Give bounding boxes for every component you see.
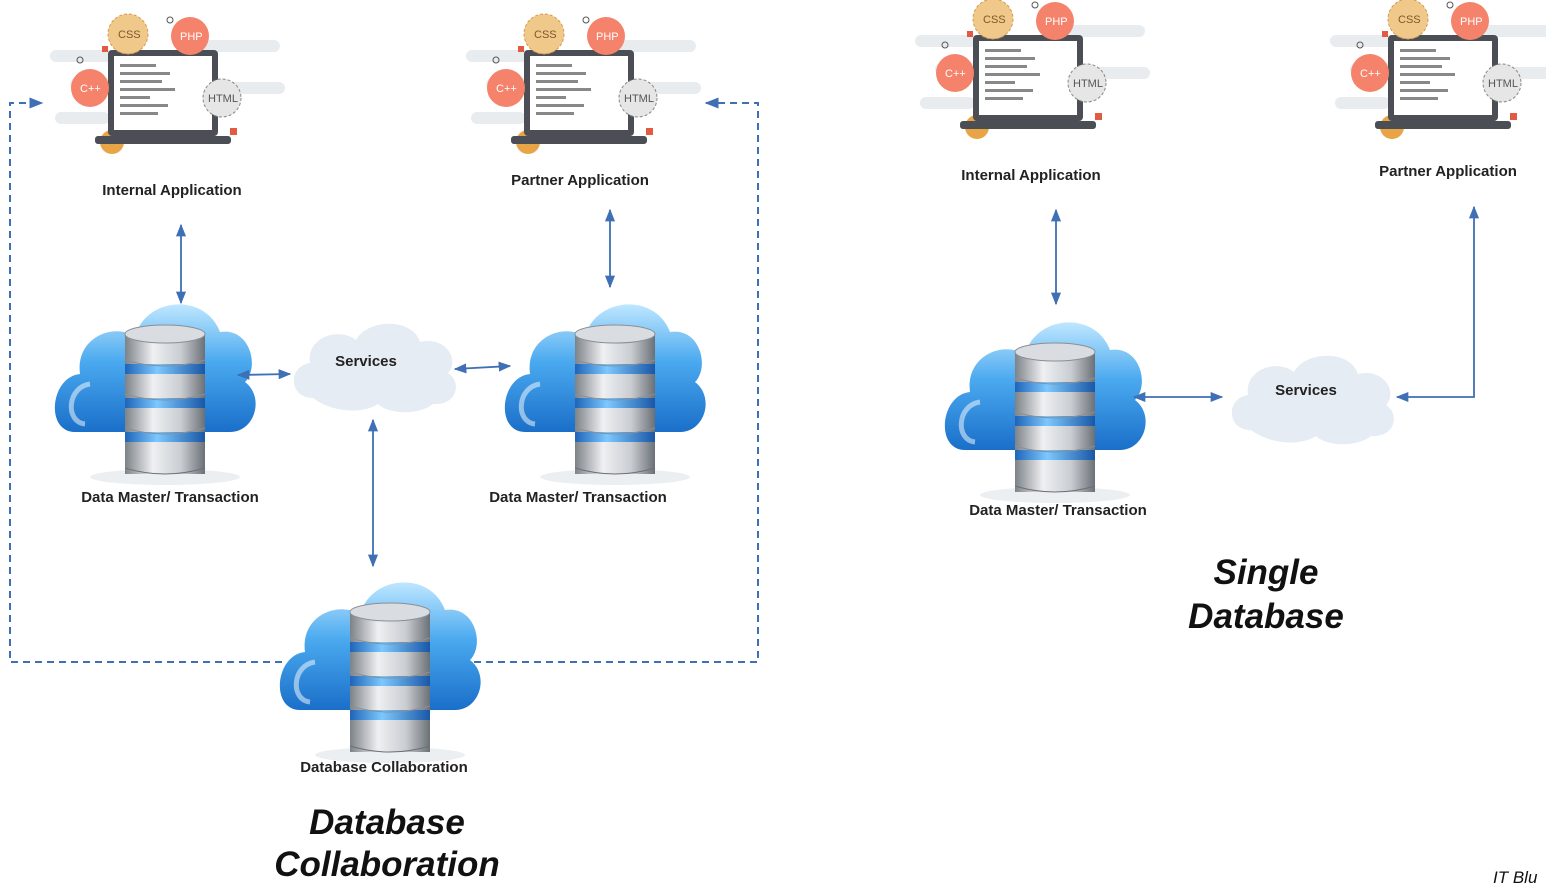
svg-text:CSS: CSS bbox=[534, 29, 557, 41]
svg-text:HTML: HTML bbox=[624, 93, 654, 105]
left-title-line1: Database bbox=[309, 803, 465, 842]
dashed-connector-left bbox=[9, 97, 282, 663]
services-cloud-right bbox=[1231, 355, 1394, 445]
html-bubble-label: HTML bbox=[208, 93, 238, 105]
php-bubble-label: PHP bbox=[180, 31, 203, 43]
svg-text:CSS: CSS bbox=[983, 14, 1006, 26]
right-title-line2: Database bbox=[1188, 597, 1344, 636]
svg-text:HTML: HTML bbox=[1488, 78, 1518, 90]
db-single-icon bbox=[945, 322, 1146, 503]
internal-application-label: Internal Application bbox=[102, 182, 241, 199]
internal-application-icon-right: CSS PHP C++ HTML bbox=[913, 0, 1152, 141]
arrow-db-left-to-services bbox=[236, 369, 292, 380]
internal-application-icon: CSS PHP C++ HTML bbox=[48, 12, 287, 156]
db-right-icon bbox=[505, 304, 706, 485]
db-collaboration-icon bbox=[280, 582, 481, 763]
partner-application-icon: CSS PHP C++ HTML bbox=[464, 12, 703, 156]
svg-text:C++: C++ bbox=[496, 83, 517, 95]
services-label-left: Services bbox=[335, 353, 397, 370]
db-right-label: Data Master/ Transaction bbox=[489, 489, 667, 506]
svg-text:PHP: PHP bbox=[1045, 16, 1068, 28]
partner-application-icon-right: CSS PHP C++ HTML bbox=[1328, 0, 1546, 141]
left-diagram: CSS PHP C++ HTML Internal Application CS… bbox=[9, 12, 759, 883]
footer-text: IT Blu bbox=[1493, 868, 1538, 883]
partner-application-label-right: Partner Application bbox=[1379, 163, 1517, 180]
right-diagram: CSS PHP C++ HTML Internal Application CS… bbox=[913, 0, 1546, 636]
db-left-label: Data Master/ Transaction bbox=[81, 489, 259, 506]
arrow-services-to-db-right bbox=[453, 361, 512, 374]
svg-text:HTML: HTML bbox=[1073, 78, 1103, 90]
arrow-services-to-partner bbox=[1395, 205, 1480, 403]
svg-text:PHP: PHP bbox=[596, 31, 619, 43]
db-left-icon bbox=[55, 304, 256, 485]
partner-application-label: Partner Application bbox=[511, 172, 649, 189]
svg-text:CSS: CSS bbox=[1398, 14, 1421, 26]
internal-application-label-right: Internal Application bbox=[961, 167, 1100, 184]
svg-text:C++: C++ bbox=[945, 68, 966, 80]
cpp-bubble-label: C++ bbox=[80, 83, 101, 95]
dashed-connector-right bbox=[474, 97, 759, 663]
css-bubble-label: CSS bbox=[118, 29, 141, 41]
right-title-line1: Single bbox=[1213, 553, 1318, 592]
db-single-label: Data Master/ Transaction bbox=[969, 502, 1147, 519]
services-label-right: Services bbox=[1275, 382, 1337, 399]
svg-text:C++: C++ bbox=[1360, 68, 1381, 80]
svg-text:PHP: PHP bbox=[1460, 16, 1483, 28]
left-title-line2: Collaboration bbox=[274, 845, 500, 883]
db-collaboration-label: Database Collaboration bbox=[300, 759, 468, 776]
